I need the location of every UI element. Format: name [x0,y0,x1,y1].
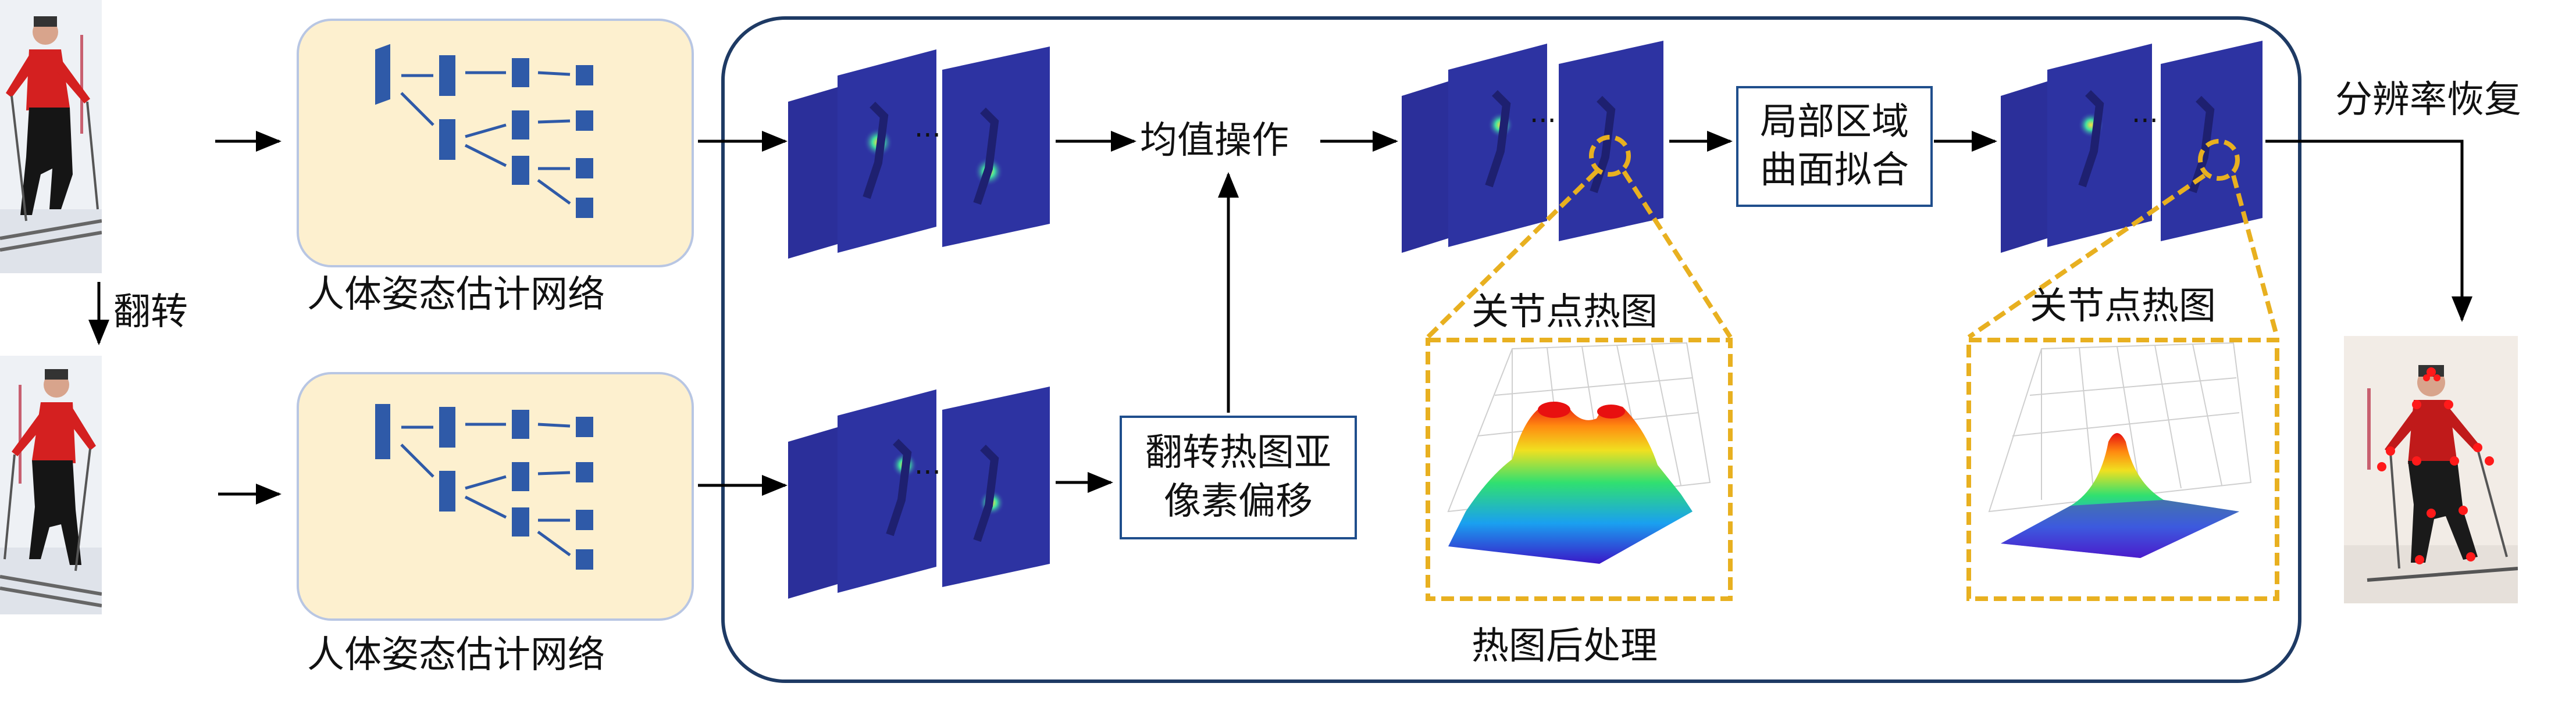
surface-gaussian-base [2001,500,2239,558]
network-layers-top [375,44,593,218]
flip-heatmap-subpixel-shift-box: 翻转热图亚 像素偏移 [1120,416,1357,539]
output-image-result [2344,336,2518,603]
skier-photo-top [0,0,102,273]
input-image-flipped [0,356,102,614]
ellipsis-1: ... [914,111,941,144]
arrow-to-resolution-recovery [2265,140,2472,322]
local-surface-fit-box: 局部区域 曲面拟合 [1736,86,1933,207]
zoom-callout-right [1966,139,2279,601]
local-fit-line1: 局部区域 [1760,100,1909,144]
network-layers-bottom [375,404,593,570]
heatmap-postprocess-label: 热图后处理 [1472,625,1658,668]
pose-network-top [297,19,694,267]
network-top-label: 人体姿态估计网络 [307,273,605,316]
surface-plot-gaussian [1988,342,2252,513]
local-fit-line2: 曲面拟合 [1760,149,1909,192]
skier-photo-bottom [0,356,102,614]
heatmap-processing-panel [721,16,2301,683]
network-bottom-label: 人体姿态估计网络 [307,634,605,677]
flow-arrows [88,131,2472,505]
surface-multipeak-tops [1538,402,1625,419]
joint-heatmap-label-left: 关节点热图 [1472,291,1658,334]
heatmap-stack-mean [1402,41,1663,253]
flip-shift-line2: 像素偏移 [1164,480,1313,523]
mean-operation-label: 均值操作 [1140,119,1289,162]
joint-heatmap-label-right: 关节点热图 [2030,285,2216,328]
heatmap-stack-bottom-input [788,387,1050,599]
zoom-callout-left [1426,135,1733,601]
ellipsis-3: ... [1530,96,1556,129]
flip-shift-line1: 翻转热图亚 [1145,431,1331,475]
resolution-recovery-label: 分辨率恢复 [2335,78,2521,121]
network-connections-bottom [400,423,571,557]
ellipsis-2: ... [914,448,941,481]
input-image-original [0,0,102,273]
skier-photo-output [2344,336,2518,603]
ellipsis-4: ... [2132,96,2158,129]
network-connections-top [400,71,571,205]
flip-label: 翻转 [113,291,188,334]
surface-multipeak-shape [1448,402,1693,564]
keypoint-markers [2377,367,2494,564]
heatmap-stack-top-input [788,47,1050,259]
pose-network-bottom [297,372,694,621]
heatmap-stack-fitted [2001,41,2263,253]
